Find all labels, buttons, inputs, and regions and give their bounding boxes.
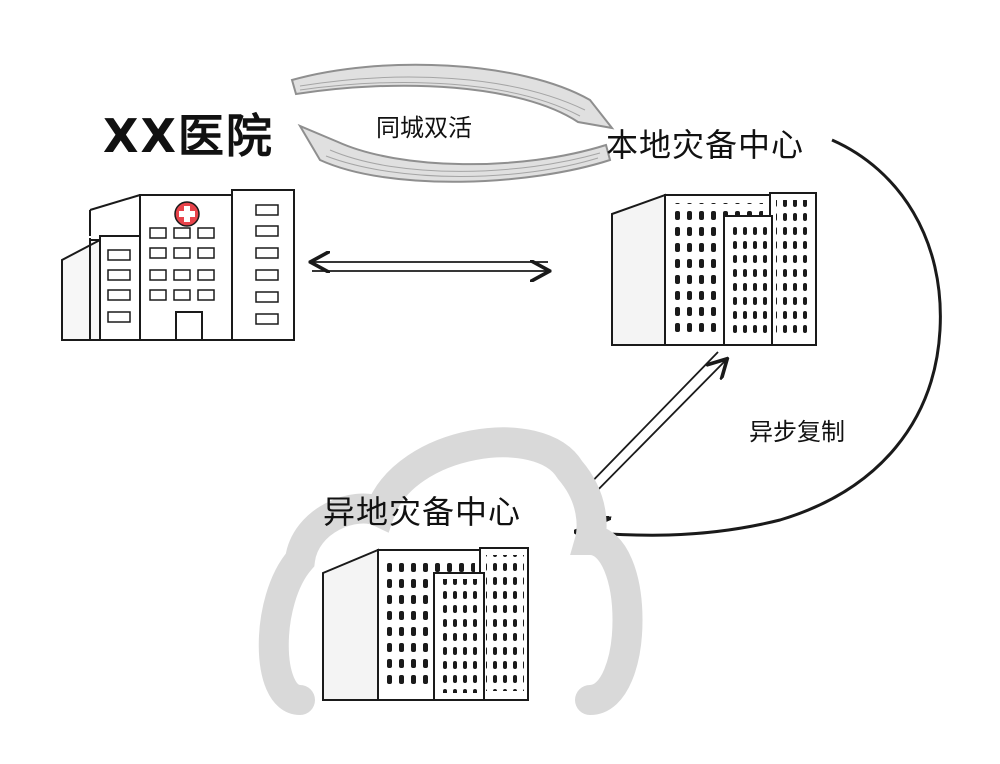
remote-dr-label: 异地灾备中心 (323, 493, 522, 531)
async-replication-arrow (580, 138, 942, 535)
active-active-label: 同城双活 (376, 114, 472, 142)
lower-band-arrow (297, 123, 612, 183)
hospital-building (61, 189, 295, 341)
upper-band-arrow (290, 63, 615, 130)
local-dr-label: 本地灾备中心 (606, 126, 805, 164)
hospital-windows (107, 204, 279, 325)
async-replication-label: 异步复制 (749, 418, 845, 446)
active-active-arrows (290, 63, 615, 183)
hospital-local-link-arrows (312, 262, 548, 271)
cloud-shape (258, 427, 643, 715)
local-dr-building (611, 192, 817, 346)
hospital-label: XX医院 (103, 109, 274, 163)
remote-dr-building (322, 547, 529, 701)
hospital-cross-icon (174, 201, 200, 227)
local-remote-link-arrows (578, 351, 726, 505)
